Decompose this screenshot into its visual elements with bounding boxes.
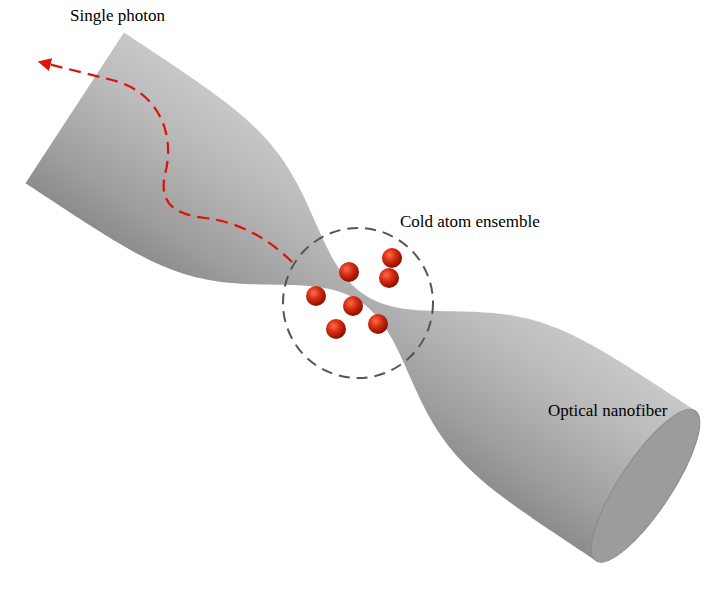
optical-nanofiber — [25, 33, 717, 576]
text-label: Cold atom ensemble — [400, 212, 540, 232]
atom — [379, 268, 399, 288]
text-label: Single photon — [70, 6, 165, 26]
atom — [326, 319, 346, 339]
cold-atoms — [306, 248, 402, 339]
atom — [343, 296, 363, 316]
atom — [382, 248, 402, 268]
text-label: Optical nanofiber — [548, 401, 667, 421]
atom — [339, 262, 359, 282]
atom — [368, 314, 388, 334]
fiber-body — [25, 33, 696, 561]
fiber-end-face — [574, 396, 717, 575]
ensemble-circle — [283, 228, 433, 378]
photon-path — [48, 64, 292, 262]
atom — [306, 286, 326, 306]
